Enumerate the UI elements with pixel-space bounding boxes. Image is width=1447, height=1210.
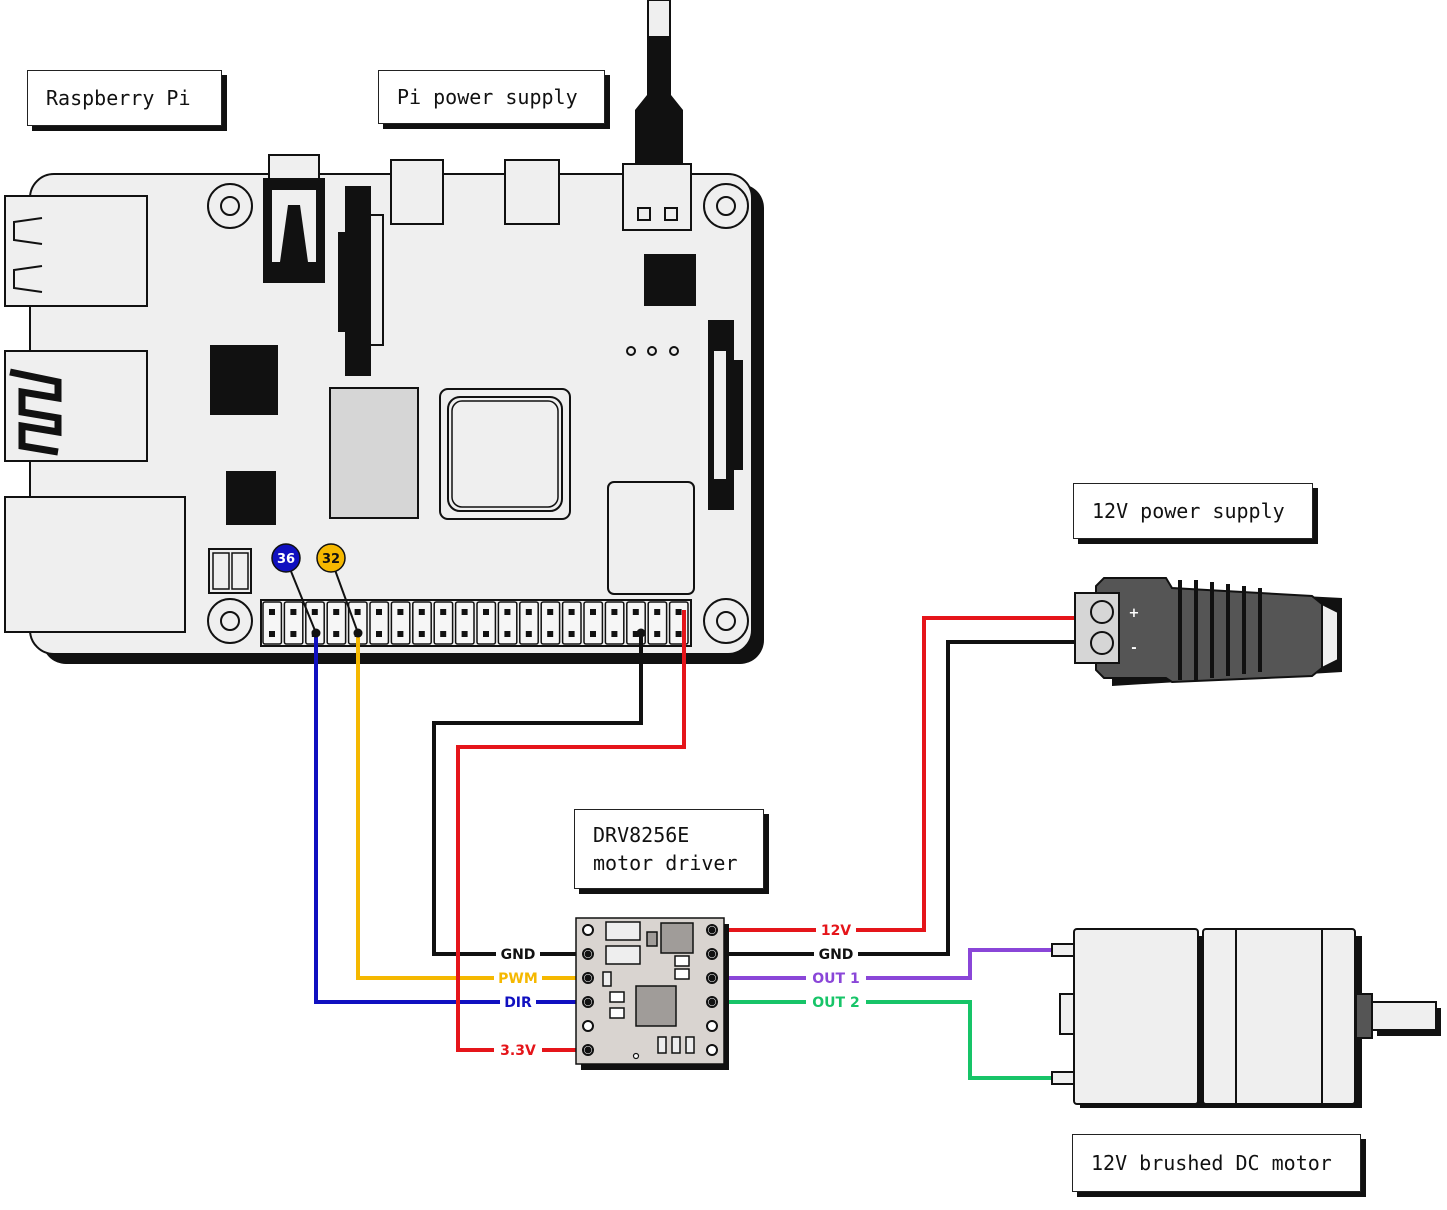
label-pi-power-supply: Pi power supply <box>378 70 605 124</box>
gpio-pin-column <box>412 601 432 645</box>
usb-port-top <box>4 195 148 307</box>
gpio-pin <box>290 609 297 615</box>
gpio-pin-column <box>262 601 283 645</box>
gpio-pin <box>547 631 554 637</box>
gpio-pin <box>547 609 554 615</box>
gpio-pin <box>333 609 340 615</box>
usb-c-power-port <box>622 163 692 231</box>
motor-terminal-2 <box>1051 1071 1075 1085</box>
gpio-pin <box>461 631 468 637</box>
gpio-pin <box>568 631 575 637</box>
gpio-pin-column <box>454 601 475 645</box>
gpio-pin <box>354 609 361 615</box>
label-motor-driver: DRV8256E motor driver <box>574 809 764 889</box>
gpio-pin <box>376 609 382 615</box>
gpio-pin-column <box>604 601 625 645</box>
label-12v-power-supply: 12V power supply <box>1073 483 1313 539</box>
gpio-pin <box>269 609 275 615</box>
gpio-pin <box>611 609 618 615</box>
wire-12v <box>712 616 1080 932</box>
wire-gnd-left <box>432 633 643 956</box>
gpio-pin <box>590 609 596 615</box>
gpio-pin <box>483 609 489 615</box>
gpio-pin <box>440 631 447 637</box>
gpio-pin <box>504 609 511 615</box>
wire-label-3v3: 3.3V <box>500 1043 536 1059</box>
gpio-header <box>260 599 692 647</box>
gpio-pin <box>311 609 318 615</box>
wire-label-gnd-right: GND <box>819 947 854 963</box>
gpio-pin <box>611 631 618 637</box>
gpio-pin-column <box>283 601 304 645</box>
gpio-pin-column <box>390 601 411 645</box>
gpio-pin <box>632 609 639 615</box>
gpio-pin-column <box>433 601 454 645</box>
gpio-pin-column <box>540 601 561 645</box>
wire-label-dir: DIR <box>504 995 532 1011</box>
barrel-jack-12v: + - <box>1074 577 1342 686</box>
gpio-pin <box>461 609 468 615</box>
gpio-pin-column <box>583 601 604 645</box>
gpio-pin <box>654 631 661 637</box>
ethernet-port <box>4 496 186 633</box>
chip-ethernet-controller <box>210 345 278 415</box>
wire-out2 <box>712 1000 1052 1080</box>
label-dc-motor: 12V brushed DC motor <box>1072 1134 1361 1192</box>
motor-shaft <box>1371 1001 1437 1031</box>
label-raspberry-pi: Raspberry Pi <box>27 70 222 126</box>
gpio-pin <box>504 631 511 637</box>
gpio-pin-column <box>369 601 390 645</box>
wire-label-12v: 12V <box>821 923 851 939</box>
wire-label-out1: OUT 1 <box>812 971 859 987</box>
pin-36-badge: 36 <box>271 543 301 573</box>
gpio-pin <box>269 631 275 637</box>
gpio-pin <box>590 631 596 637</box>
gpio-pin <box>290 631 297 637</box>
motor-terminal-1 <box>1051 943 1075 957</box>
gpio-pin <box>397 609 404 615</box>
gpio-pin <box>418 609 425 615</box>
gpio-pin-column <box>647 601 668 645</box>
pin-32-badge: 32 <box>316 543 346 573</box>
gpio-pin <box>525 631 532 637</box>
gpio-pin-column <box>519 601 539 645</box>
pin-32-label: 32 <box>322 552 340 567</box>
wire-pwm <box>356 633 588 980</box>
wire-label-pwm: PWM <box>498 971 538 987</box>
gpio-pin <box>418 631 425 637</box>
wire-dir <box>314 633 588 1004</box>
pi-power-cable <box>635 0 683 165</box>
gpio-pin-column <box>497 601 518 645</box>
drv8256e-driver-board <box>575 917 729 1070</box>
wire-junctions <box>311 628 646 638</box>
gpio-pin <box>632 631 639 637</box>
dc-motor <box>1051 928 1441 1108</box>
jack-minus-label: - <box>1131 641 1136 656</box>
gpio-pin-column <box>326 601 347 645</box>
raspberry-pi-board <box>4 154 764 664</box>
gpio-pin <box>397 631 404 637</box>
gpio-pin <box>440 609 447 615</box>
jack-plus-label: + <box>1129 606 1140 621</box>
gpio-pin <box>483 631 489 637</box>
gpio-pin <box>654 609 661 615</box>
pin-36-label: 36 <box>277 552 295 567</box>
wire-gnd-right <box>712 640 1080 956</box>
usb-port-middle <box>4 350 148 462</box>
mounting-holes <box>207 183 749 644</box>
wire-label-out2: OUT 2 <box>812 995 859 1011</box>
gpio-pin <box>568 609 575 615</box>
gpio-pin <box>675 609 682 615</box>
wire-label-gnd-left: GND <box>501 947 536 963</box>
gpio-pin <box>333 631 340 637</box>
gpio-pin <box>675 631 682 637</box>
gpio-pin-column <box>561 601 582 645</box>
gpio-pin <box>376 631 382 637</box>
gpio-pin <box>525 609 532 615</box>
gpio-pin-column <box>476 601 497 645</box>
driver-pin-dots <box>584 926 716 1054</box>
